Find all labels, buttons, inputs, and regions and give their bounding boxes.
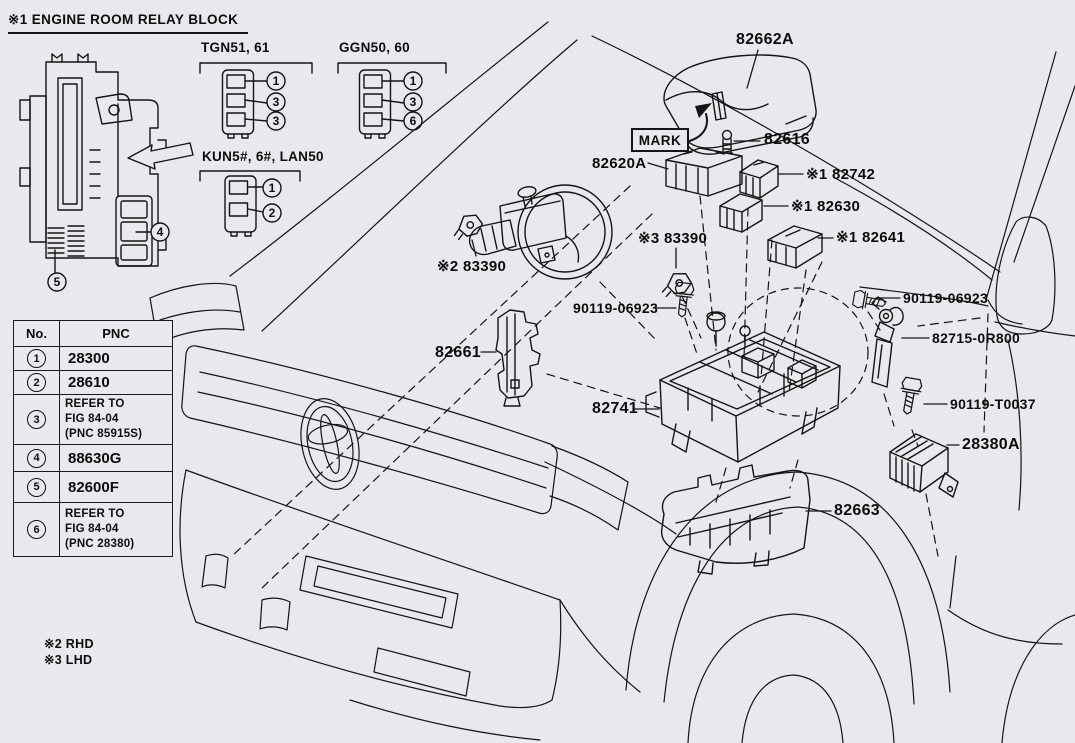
- table-row[interactable]: 3 REFER TO FIG 84-04 (PNC 85915S): [13, 394, 173, 445]
- relay-block-illustration: 4 5: [19, 53, 194, 292]
- footnote-rhd: ※2 RHD: [44, 637, 94, 651]
- pnc-table-header-row: No. PNC: [13, 320, 173, 347]
- part-label-82662a[interactable]: 82662A: [736, 31, 794, 48]
- part-label-82641[interactable]: ※1 82641: [836, 229, 906, 246]
- part-label-82663[interactable]: 82663: [834, 502, 880, 519]
- pnc-value: 88630G: [59, 444, 173, 472]
- pnc-table-header-no: No.: [13, 320, 60, 347]
- table-row[interactable]: 5 82600F: [13, 471, 173, 503]
- pnc-value: 28610: [59, 370, 173, 395]
- part-label-82661[interactable]: 82661: [435, 344, 481, 361]
- pnc-table: No. PNC 1 28300 2 28610 3 REFER TO FIG 8…: [13, 320, 173, 557]
- truck-outline: [149, 21, 1075, 743]
- callout-5: 5: [54, 275, 61, 289]
- ggn-callout-2: 3: [410, 95, 417, 109]
- part-label-82741[interactable]: 82741: [592, 400, 638, 417]
- variant-diagrams-art: 1 3 3 1 3 6 1 2: [199, 62, 447, 237]
- leader-lines: [471, 49, 960, 512]
- variant-label-ggn50-60: GGN50, 60: [339, 40, 410, 55]
- part-drawings: [449, 54, 959, 575]
- variant-label-kun5-lan50: KUN5#, 6#, LAN50: [202, 149, 324, 164]
- kun-callout-1: 1: [269, 181, 276, 195]
- diagram-title: ※1 ENGINE ROOM RELAY BLOCK: [8, 12, 249, 34]
- row-number-badge: 2: [27, 373, 46, 393]
- pnc-table-header-pnc: PNC: [59, 320, 173, 347]
- part-label-83390-rhd[interactable]: ※2 83390: [437, 258, 507, 275]
- tgn-callout-3: 3: [273, 114, 280, 128]
- callout-4: 4: [157, 225, 164, 239]
- pnc-value: REFER TO FIG 84-04 (PNC 85915S): [59, 394, 173, 445]
- row-number-badge: 5: [27, 477, 46, 497]
- part-label-83390-lhd[interactable]: ※3 83390: [638, 230, 708, 247]
- footnote-lhd: ※3 LHD: [44, 653, 93, 667]
- row-number-badge: 3: [27, 410, 46, 430]
- part-label-90119-06923-left[interactable]: 90119-06923: [573, 300, 659, 316]
- kun-callout-2: 2: [269, 206, 276, 220]
- part-label-82630[interactable]: ※1 82630: [791, 198, 861, 215]
- table-row[interactable]: 2 28610: [13, 370, 173, 395]
- tgn-callout-1: 1: [273, 74, 280, 88]
- dashed-projection-lines: [231, 185, 989, 589]
- part-label-90119-06923-right[interactable]: 90119-06923: [903, 290, 989, 306]
- mark-label-box: MARK: [631, 128, 689, 152]
- part-label-82620a[interactable]: 82620A: [592, 155, 647, 172]
- table-row[interactable]: 6 REFER TO FIG 84-04 (PNC 28380): [13, 502, 173, 557]
- table-row[interactable]: 1 28300: [13, 346, 173, 371]
- part-label-82616[interactable]: 82616: [764, 131, 810, 148]
- tgn-callout-2: 3: [273, 95, 280, 109]
- pnc-value: 82600F: [59, 471, 173, 503]
- row-number-badge: 6: [27, 520, 46, 540]
- pnc-value: 28300: [59, 346, 173, 371]
- table-row[interactable]: 4 88630G: [13, 444, 173, 472]
- part-label-90119-t0037[interactable]: 90119-T0037: [950, 396, 1036, 412]
- row-number-badge: 1: [27, 349, 46, 369]
- part-label-82715-0r800[interactable]: 82715-0R800: [932, 330, 1021, 346]
- pnc-value: REFER TO FIG 84-04 (PNC 28380): [59, 502, 173, 557]
- ggn-callout-3: 6: [410, 114, 417, 128]
- ggn-callout-1: 1: [410, 74, 417, 88]
- row-number-badge: 4: [27, 448, 46, 468]
- variant-label-tgn51-61: TGN51, 61: [201, 40, 270, 55]
- part-label-82742[interactable]: ※1 82742: [806, 166, 876, 183]
- part-label-28380a[interactable]: 28380A: [962, 436, 1020, 453]
